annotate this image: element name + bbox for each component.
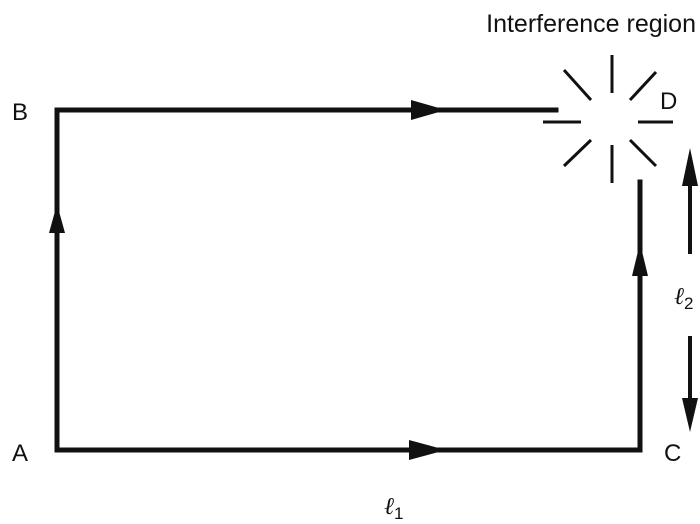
l2-subscript: 2 — [684, 294, 693, 313]
interference-region-label: Interference region — [486, 10, 696, 38]
arrow-up-ab — [49, 204, 65, 233]
l2-arrow-up — [682, 148, 698, 186]
burst-ray-top-left — [562, 68, 593, 102]
length-l2-dimension — [682, 148, 698, 432]
arrow-up-cd — [632, 243, 648, 276]
burst-ray-bottom-right — [628, 138, 658, 168]
point-b-label: B — [12, 99, 28, 126]
l1-symbol: ℓ — [384, 492, 394, 520]
arrow-right-ac — [409, 440, 446, 460]
length-l2-label: ℓ2 — [674, 282, 693, 313]
interference-burst-icon — [543, 55, 673, 183]
point-d-label: D — [660, 88, 677, 115]
burst-ray-bottom-left — [562, 138, 593, 168]
point-a-label: A — [12, 440, 28, 467]
l2-symbol: ℓ — [674, 282, 684, 310]
l2-arrow-down — [682, 398, 698, 432]
burst-ray-top-right — [628, 70, 658, 102]
length-l1-label: ℓ1 — [384, 492, 403, 523]
arrow-right-bd — [411, 100, 446, 120]
l1-subscript: 1 — [394, 504, 403, 523]
point-c-label: C — [664, 440, 681, 467]
